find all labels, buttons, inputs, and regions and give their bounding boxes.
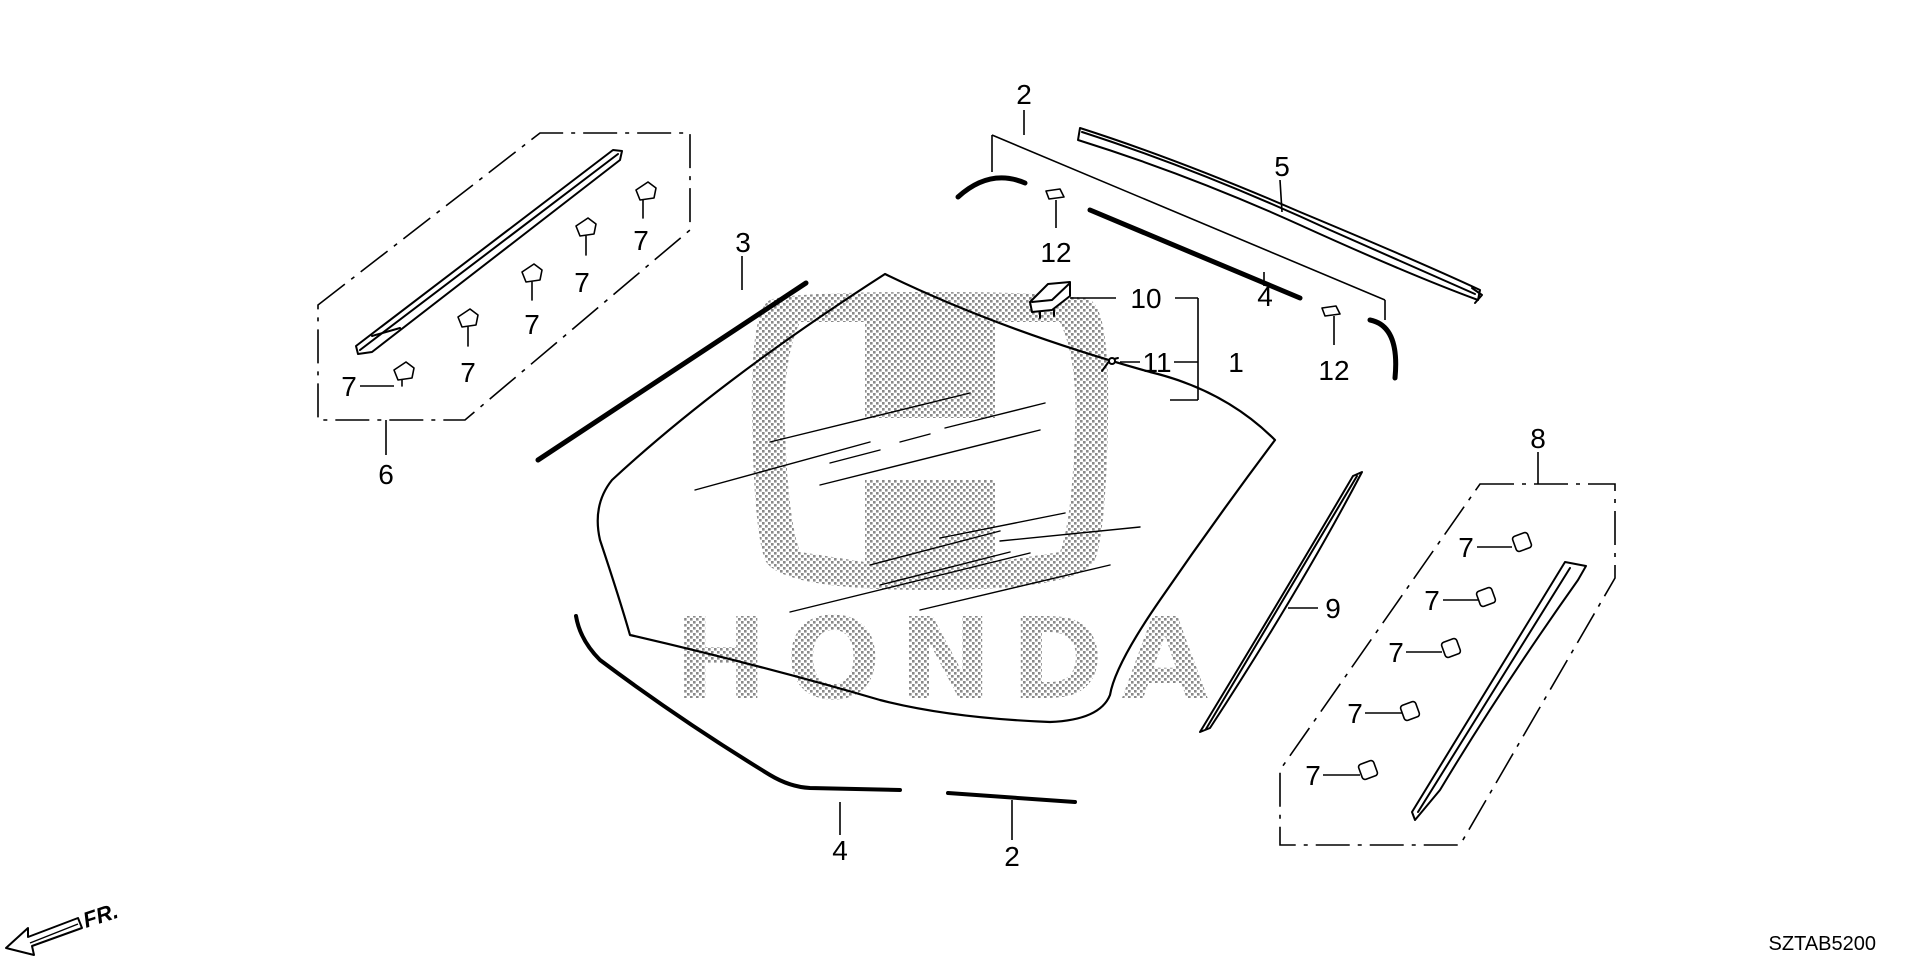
molding-4-upper (1087, 207, 1303, 301)
diagram-code: SZTAB5200 (1769, 933, 1876, 955)
arrow-left-icon (5, 917, 83, 956)
callout-8: 8 (1530, 423, 1546, 454)
molding-upper-right-end (1367, 317, 1399, 381)
clip-7-left-2 (457, 308, 479, 347)
clip-7-left-1 (393, 361, 415, 387)
clip-12-right (1321, 305, 1341, 317)
callout-7-right-2: 7 (1424, 585, 1440, 616)
clip-7-right-3 (1440, 637, 1462, 659)
callout-7-left-2: 7 (460, 357, 476, 388)
callout-7-left-1: 7 (341, 371, 357, 402)
callout-2-bottom: 2 (1004, 841, 1020, 872)
callout-12-right: 12 (1318, 355, 1349, 386)
callout-6: 6 (378, 459, 394, 490)
clip-7-right-1 (1511, 531, 1533, 553)
clip-7-left-4 (575, 217, 597, 256)
direction-label: FR. (80, 898, 121, 933)
callout-7-right-1: 7 (1458, 532, 1474, 563)
callout-7-right-5: 7 (1305, 760, 1321, 791)
callout-2-top: 2 (1016, 79, 1032, 110)
molding-2-lower (946, 791, 1077, 804)
clip-7-left-5 (635, 181, 657, 219)
honda-h-logo (751, 292, 1109, 590)
callout-5: 5 (1274, 151, 1290, 182)
sensor-bracket-10 (1029, 281, 1071, 319)
callout-7-left-4: 7 (574, 267, 590, 298)
side-molding-8 (1411, 561, 1587, 821)
side-molding-6 (355, 149, 623, 355)
callout-12-left: 12 (1040, 237, 1071, 268)
callout-7-right-4: 7 (1347, 698, 1363, 729)
clip-7-right-5 (1357, 759, 1379, 781)
leader-lines (360, 110, 1539, 840)
callout-4-bottom: 4 (832, 835, 848, 866)
callout-labels: 2 5 12 4 12 10 11 1 3 6 7 7 7 7 7 8 7 7 … (341, 79, 1546, 872)
callout-3: 3 (735, 227, 751, 258)
group-6-outline (317, 132, 691, 421)
molding-upper-left-end (955, 175, 1028, 200)
callout-9: 9 (1325, 593, 1341, 624)
callout-1: 1 (1228, 347, 1244, 378)
molding-3 (535, 280, 809, 463)
clip-11 (1101, 357, 1119, 372)
honda-watermark: HONDA (674, 292, 1226, 725)
callout-7-left-5: 7 (633, 225, 649, 256)
molding-9 (1199, 471, 1363, 733)
clip-12-left (1045, 188, 1065, 200)
glass-reflection-lines (694, 392, 1141, 613)
callout-7-right-3: 7 (1388, 637, 1404, 668)
group-8-outline (1279, 483, 1616, 846)
windshield-glass (596, 272, 1277, 724)
clip-7-left-3 (521, 263, 543, 301)
clip-7-right-2 (1475, 586, 1497, 608)
callout-10: 10 (1130, 283, 1161, 314)
callout-7-left-3: 7 (524, 309, 540, 340)
clip-7-right-4 (1399, 700, 1421, 722)
callout-11: 11 (1142, 347, 1171, 378)
honda-wordmark: HONDA (674, 595, 1226, 725)
front-direction-indicator: FR. (5, 898, 121, 956)
molding-4-lower (574, 614, 902, 792)
roof-molding-5 (1077, 127, 1483, 304)
callout-4-upper: 4 (1257, 281, 1273, 312)
